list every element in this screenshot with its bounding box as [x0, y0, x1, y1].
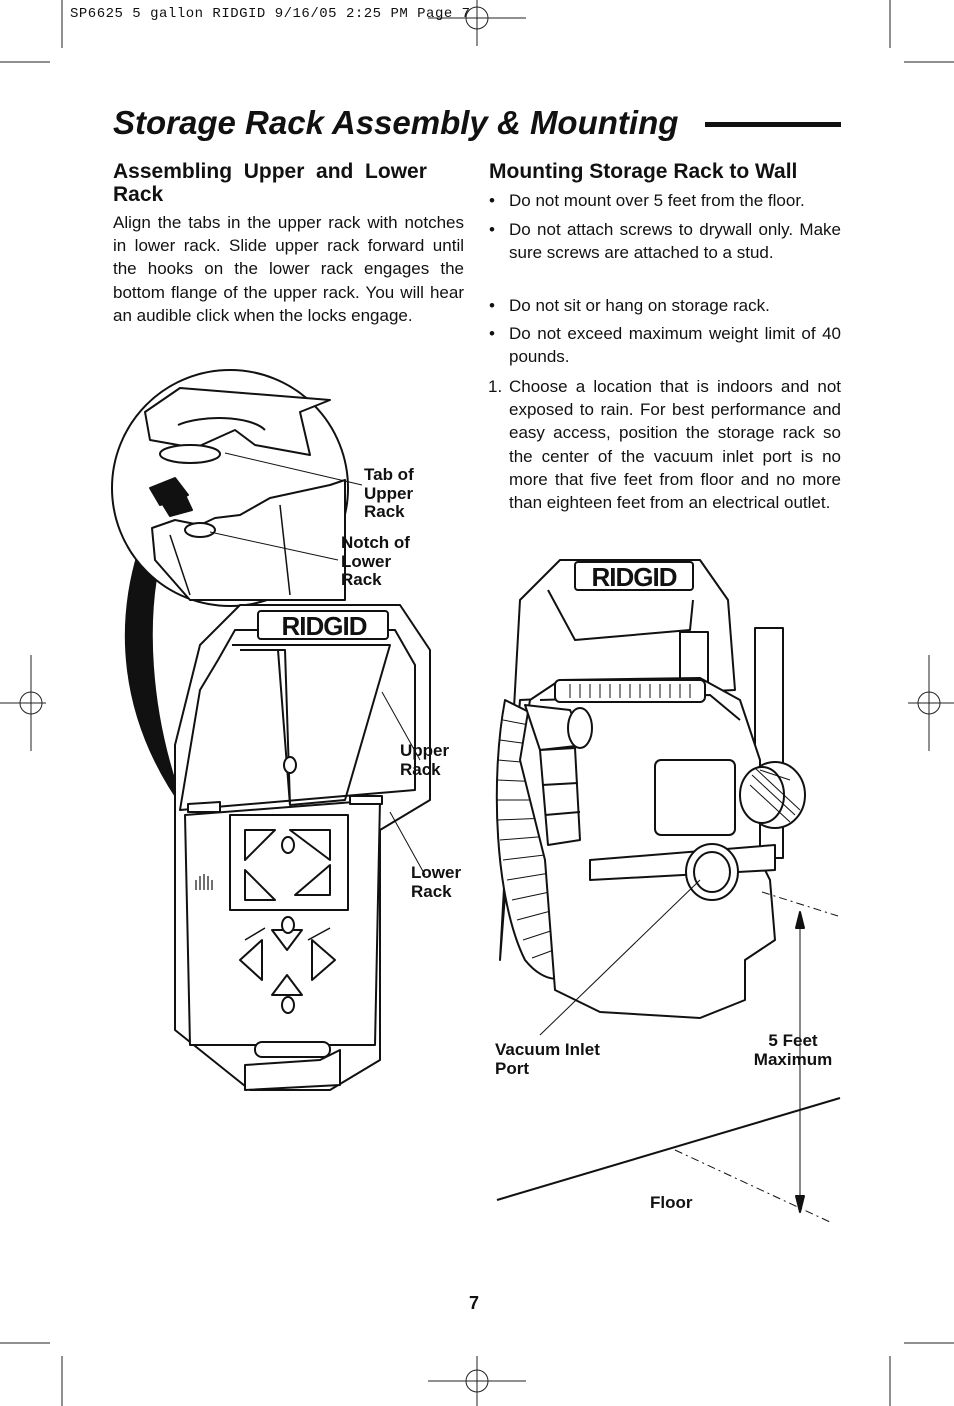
bullet-marker: •: [489, 220, 495, 239]
label-vacuum-inlet-port: Vacuum Inlet Port: [495, 1040, 600, 1078]
label-five-feet-maximum: 5 Feet Maximum: [749, 1031, 837, 1069]
label-floor: Floor: [650, 1193, 693, 1212]
label-line: Rack: [411, 881, 452, 901]
label-line: Lower: [411, 863, 462, 882]
left-heading-line1: Assembling Upper and Lower: [113, 160, 427, 183]
bullet-marker: •: [489, 191, 495, 210]
rack-brand-logo: RIDGID: [281, 611, 368, 641]
label-tab-of-upper-rack: Tab of Upper Rack: [364, 465, 414, 522]
page-number: 7: [469, 1293, 480, 1313]
bullet-item: • Do not attach screws to drywall only. …: [489, 218, 841, 264]
step-text: Choose a location that is indoors and no…: [509, 377, 841, 513]
right-heading: Mounting Storage Rack to Wall: [489, 160, 798, 183]
vac-brand-logo: RIDGID: [591, 562, 678, 592]
title-rule: [705, 122, 841, 127]
label-notch-of-lower-rack: Notch of Lower Rack: [341, 533, 410, 590]
left-heading-line2: Rack: [113, 183, 164, 206]
left-heading: Assembling Upper and Lower Rack: [113, 160, 464, 206]
label-line: Notch of: [341, 533, 410, 552]
label-upper-rack: Upper Rack: [400, 741, 450, 779]
bullet-item: • Do not exceed maximum weight limit of …: [489, 322, 841, 368]
label-line: Tab of: [364, 465, 414, 484]
label-line: Rack: [341, 570, 382, 589]
label-line: 5 Feet: [768, 1031, 818, 1050]
label-line: Upper: [364, 483, 414, 503]
label-line: Rack: [400, 759, 441, 779]
label-line: Vacuum Inlet: [495, 1040, 600, 1059]
bullet-item: • Do not sit or hang on storage rack.: [489, 294, 841, 317]
numbered-step: 1. Choose a location that is indoors and…: [488, 375, 841, 514]
label-line: Rack: [364, 502, 405, 521]
bullet-text: Do not sit or hang on storage rack.: [509, 296, 770, 315]
bullet-marker: •: [489, 296, 495, 315]
step-number: 1.: [488, 377, 503, 396]
bullet-text: Do not mount over 5 feet from the floor.: [509, 191, 805, 210]
label-line: Port: [495, 1058, 529, 1078]
label-line: Upper: [400, 741, 450, 760]
label-line: Maximum: [753, 1049, 833, 1069]
bullet-text: Do not exceed maximum weight limit of 40…: [509, 324, 841, 367]
page-title: Storage Rack Assembly & Mounting: [113, 104, 679, 141]
print-slug: SP6625 5 gallon RIDGID 9/16/05 2:25 PM P…: [70, 6, 471, 22]
label-lower-rack: Lower Rack: [411, 863, 462, 901]
label-line: Lower: [341, 551, 392, 571]
bullet-item: • Do not mount over 5 feet from the floo…: [489, 189, 841, 212]
bullet-marker: •: [489, 324, 495, 343]
left-paragraph: Align the tabs in the upper rack with no…: [113, 213, 464, 325]
bullet-text: Do not attach screws to drywall only. Ma…: [509, 220, 841, 263]
